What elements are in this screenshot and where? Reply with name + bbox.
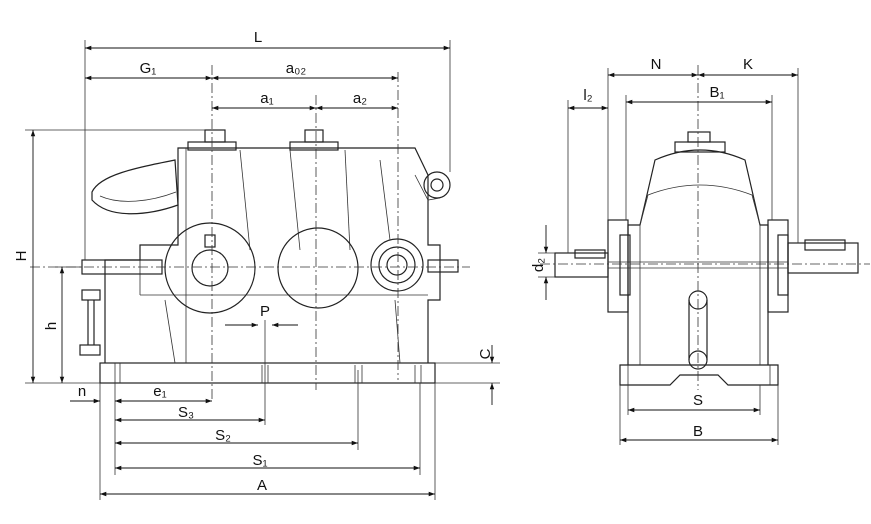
side-extension-lines <box>538 68 799 445</box>
front-base <box>99 362 436 384</box>
dim-label-A: A <box>257 477 267 494</box>
front-view: L G₁ a₀₂ a₁ a₂ H h P C n e₁ S₃ S₂ S₁ A <box>13 29 500 500</box>
dim-label-P: P <box>260 303 270 320</box>
side-view: N K l₂ B₁ d₂ S B <box>530 56 870 445</box>
side-labels: N K l₂ B₁ d₂ S B <box>530 56 753 440</box>
side-dimension-lines <box>543 72 798 443</box>
dim-label-n: n <box>78 383 86 400</box>
dim-label-K: K <box>743 56 753 73</box>
dim-label-S2: S₂ <box>215 427 231 444</box>
front-extension-lines <box>25 40 500 500</box>
front-labels: L G₁ a₀₂ a₁ a₂ H h P C n e₁ S₃ S₂ S₁ A <box>13 29 494 494</box>
dim-label-d2: d₂ <box>530 258 547 272</box>
dim-label-S: S <box>693 392 703 409</box>
side-shafts <box>554 239 859 278</box>
dim-label-H: H <box>13 251 30 262</box>
side-base <box>619 364 779 386</box>
dim-label-B1: B₁ <box>709 84 724 101</box>
dim-label-C: C <box>477 348 494 359</box>
front-gears <box>164 222 424 314</box>
oil-gauge <box>79 289 101 356</box>
dim-label-l2: l₂ <box>583 87 592 104</box>
front-dimension-lines <box>30 45 495 497</box>
dim-label-B: B <box>693 423 703 440</box>
dim-label-e1: e₁ <box>153 383 166 400</box>
dim-label-h: h <box>43 322 60 330</box>
dim-label-a2: a₂ <box>353 90 367 107</box>
dim-label-L: L <box>254 29 262 46</box>
side-housing <box>627 131 769 365</box>
dim-label-N: N <box>651 56 662 73</box>
side-centerlines <box>540 65 870 390</box>
dim-label-S1: S₁ <box>252 452 267 469</box>
front-centerlines <box>30 65 470 400</box>
dim-label-a1: a₁ <box>260 90 273 107</box>
dim-label-a02: a₀₂ <box>286 60 307 77</box>
dim-label-S3: S₃ <box>178 404 194 421</box>
dim-label-G1: G₁ <box>140 60 157 77</box>
